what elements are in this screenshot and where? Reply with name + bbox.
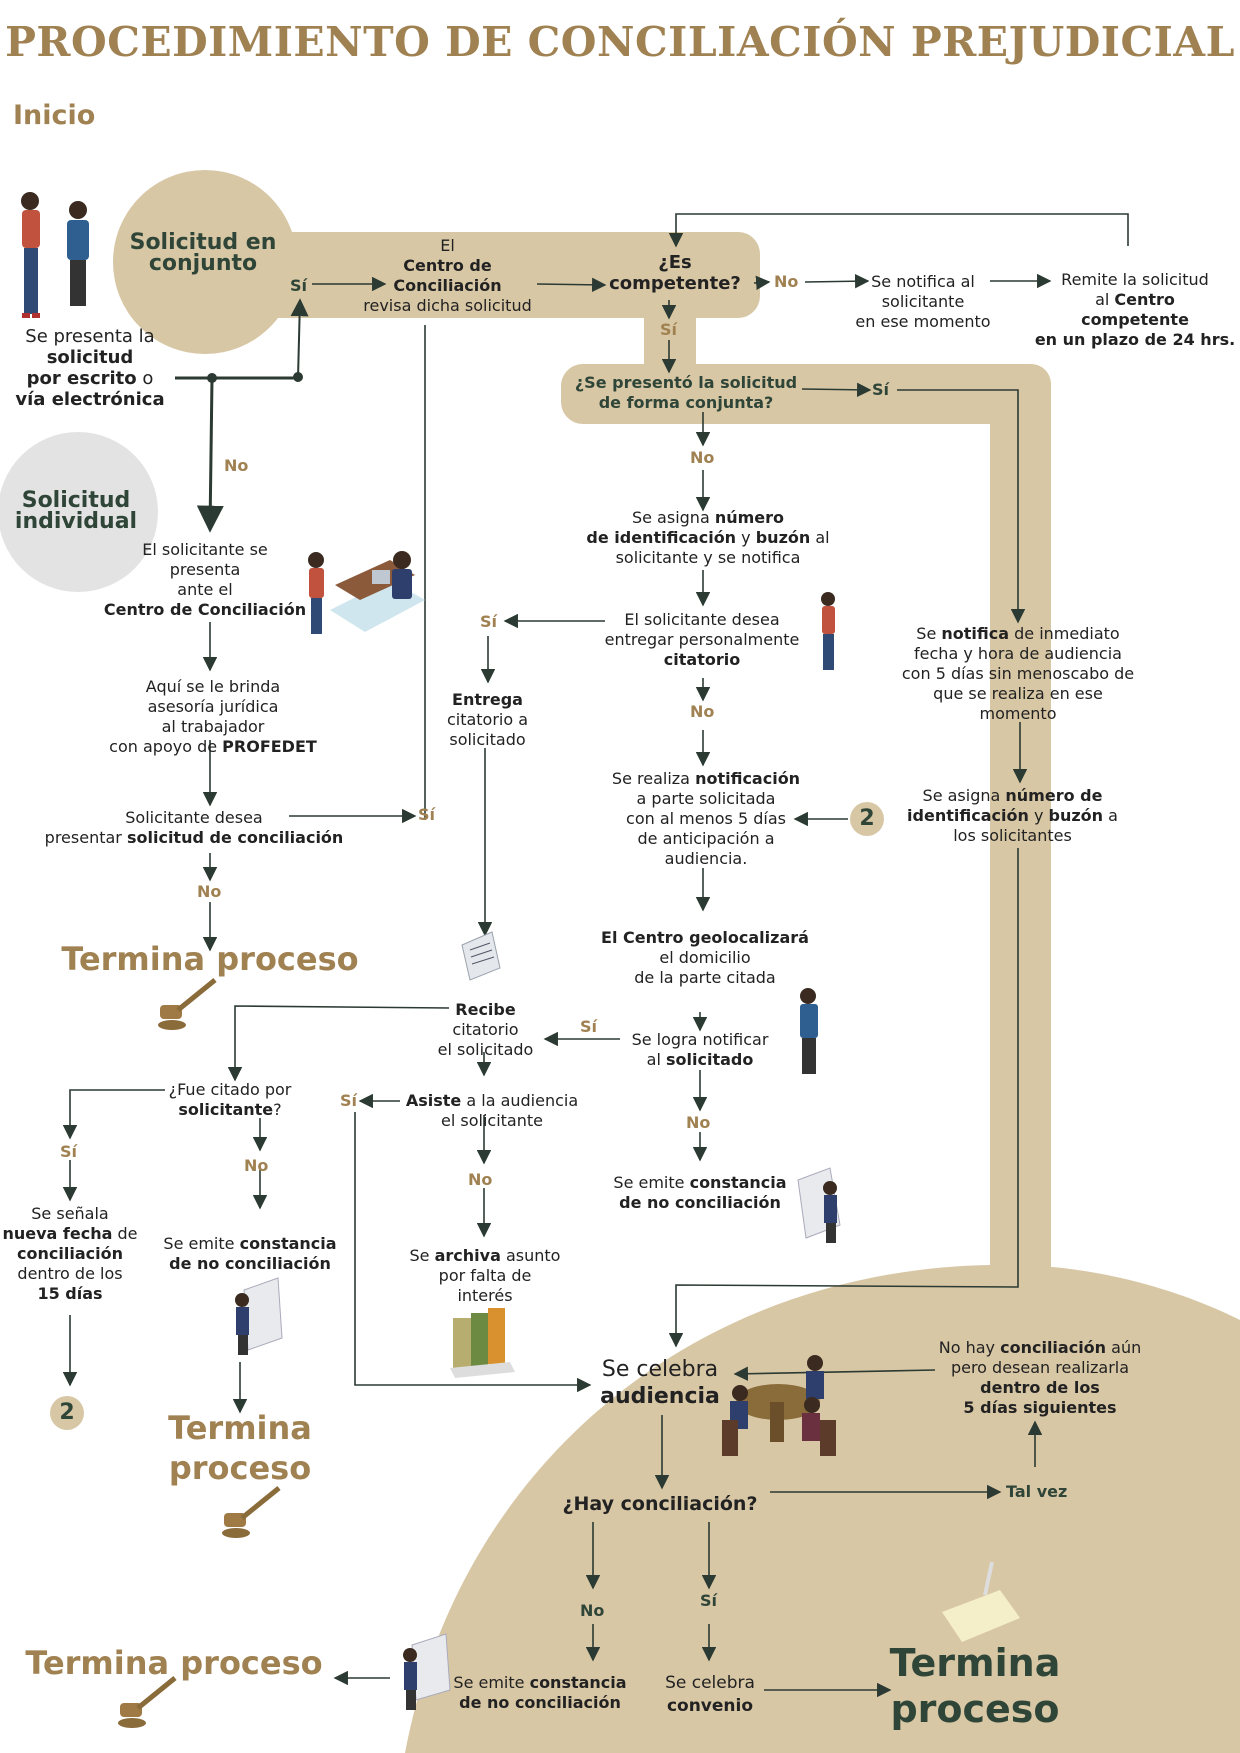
label-no-individual: No [224, 456, 249, 475]
joint-question-band [561, 364, 1051, 424]
label-yes-summoned: Sí [60, 1142, 78, 1161]
label-yes-joint: Sí [290, 276, 308, 295]
board-man-3 [403, 1633, 451, 1710]
terminal-end-1: Termina proceso [61, 940, 359, 978]
gavel-icon-2 [222, 1486, 281, 1538]
node-is-there-agreement: ¿Hay conciliación? [562, 1493, 758, 1515]
people-figures [21, 192, 1020, 1728]
label-no-deliver: No [690, 702, 715, 721]
joint-request-label: Solicitud en conjunto [129, 230, 277, 276]
label-yes-file: Sí [418, 805, 436, 824]
gavel-icon-3 [118, 1676, 177, 1728]
page-title: PROCEDIMIENTO DE CONCILIACIÓN PREJUDICIA… [5, 18, 1235, 66]
connector-number-2-right: 2 [850, 802, 884, 836]
man-figure-2 [800, 988, 818, 1074]
label-yes-notified: Sí [580, 1017, 598, 1036]
connector-number-2-left: 2 [50, 1396, 84, 1430]
individual-request-circle [0, 432, 158, 592]
gavel-icon-1 [158, 978, 217, 1030]
bottom-background-shape [405, 1264, 1240, 1753]
binders-illustration [450, 1308, 515, 1378]
label-no-competent: No [774, 272, 799, 291]
scroll-pen-illustration [942, 1561, 1020, 1642]
label-no-agreement: No [580, 1601, 605, 1620]
label-no-notified: No [686, 1113, 711, 1132]
board-man-2 [235, 1277, 283, 1355]
start-label: Inicio [13, 100, 96, 131]
individual-request-label: Solicitud individual [14, 488, 138, 534]
label-yes-competent: Sí [660, 320, 678, 339]
right-vertical-band [990, 364, 1051, 1324]
document-illustration [461, 931, 501, 981]
label-no-attends: No [468, 1170, 493, 1189]
terminal-end-3: Termina proceso [25, 1644, 323, 1682]
top-band [240, 232, 760, 318]
man-figure-1 [67, 201, 89, 306]
woman-figure-1 [21, 192, 40, 318]
woman-figure-2 [821, 592, 835, 670]
desk-scene [308, 551, 425, 634]
label-yes-agreement: Sí [700, 1591, 718, 1610]
meeting-table-illustration [722, 1355, 836, 1456]
label-yes-deliver: Sí [480, 612, 498, 631]
label-maybe: Tal vez [1006, 1482, 1068, 1501]
board-man-1 [797, 1167, 841, 1243]
label-yes-attends: Sí [340, 1091, 358, 1110]
label-yes-joint-question: Sí [872, 380, 890, 399]
label-no-joint-question: No [690, 448, 715, 467]
label-no-file: No [197, 882, 222, 901]
label-no-summoned: No [244, 1156, 269, 1175]
